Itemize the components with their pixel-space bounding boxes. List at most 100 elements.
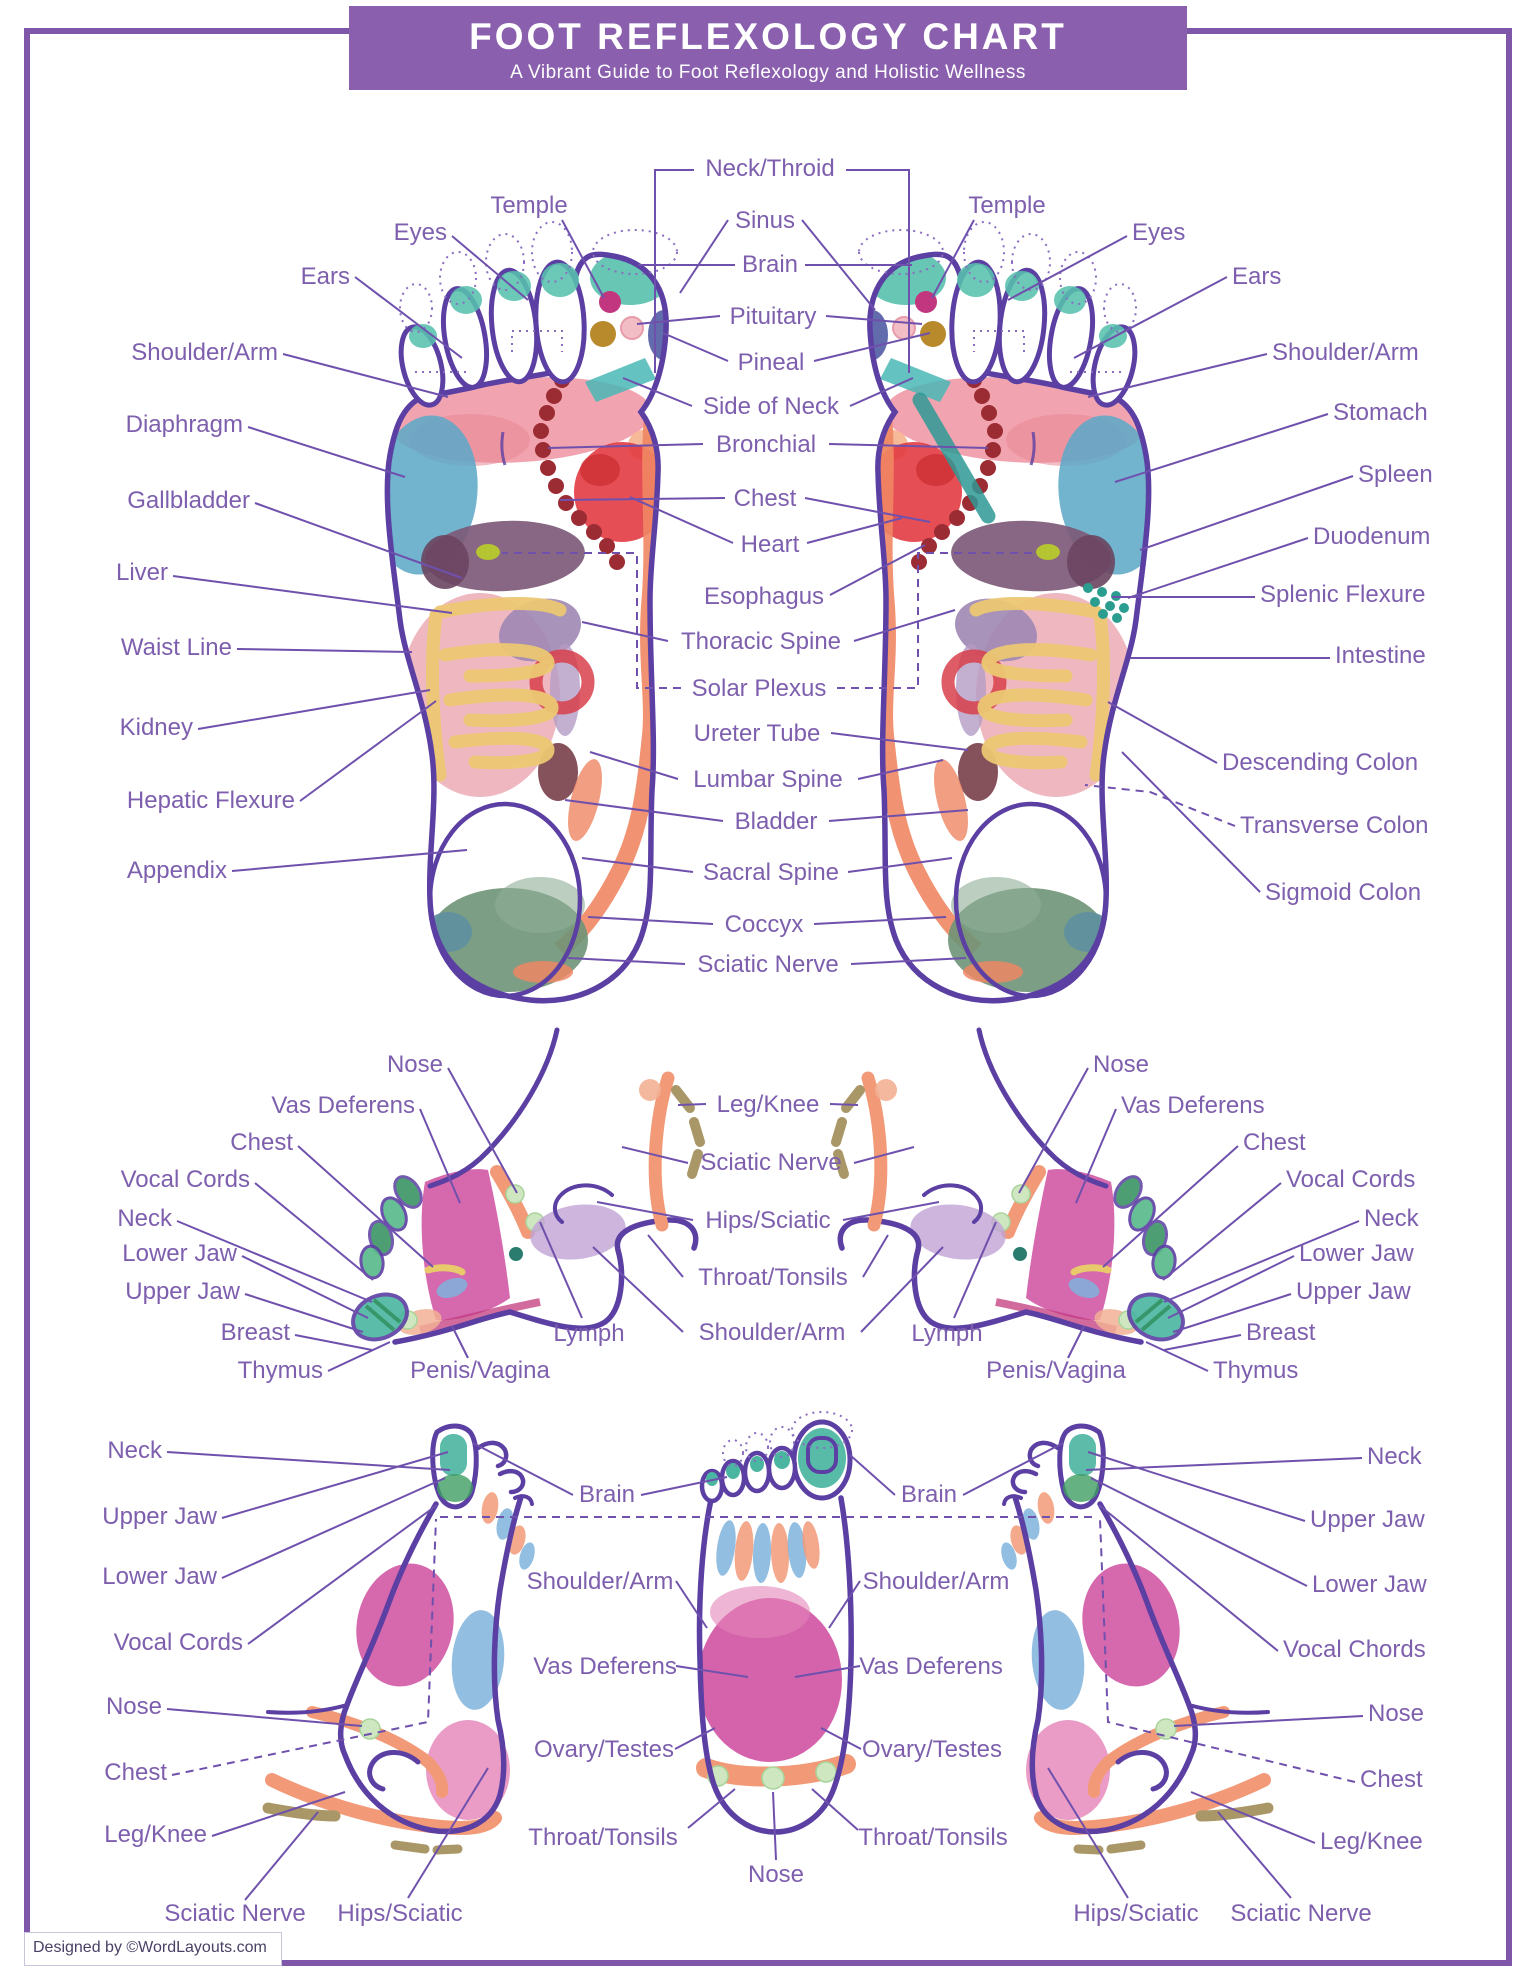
leader-line: [1162, 1182, 1282, 1281]
leader-line: [636, 315, 721, 325]
leader-line: [828, 443, 989, 449]
region-label: Intestine: [1335, 642, 1426, 669]
region-label: Pituitary: [730, 303, 817, 330]
region-label: Sciatic Nerve: [700, 1149, 841, 1176]
leader-line: [953, 1221, 997, 1319]
region-label: Vas Deferens: [271, 1092, 415, 1119]
region-label: Breast: [1246, 1319, 1316, 1346]
region-label: Lumbar Spine: [693, 766, 842, 793]
leader-line: [829, 1103, 859, 1106]
leader-line: [828, 1580, 861, 1629]
small-toes: [699, 1445, 798, 1504]
region-label: Chest: [1360, 1766, 1423, 1793]
region-label: Chest: [1243, 1129, 1306, 1156]
leader-line: [299, 700, 437, 802]
leader-line: [559, 497, 726, 501]
leader-line: [654, 169, 694, 373]
leader-line: [1107, 701, 1218, 764]
region-label: Vas Deferens: [1121, 1092, 1265, 1119]
ghost-toes: [722, 1411, 853, 1467]
leader-line: [1167, 1255, 1295, 1319]
region-label: Nose: [1368, 1700, 1424, 1727]
esophagus-streak: [912, 392, 996, 524]
region-label: Brain: [579, 1481, 635, 1508]
region-label: Upper Jaw: [125, 1278, 240, 1305]
region-label: Vocal Cords: [114, 1629, 243, 1656]
region-label: Ovary/Testes: [534, 1736, 674, 1763]
leader-line: [166, 1708, 363, 1727]
region-label: Nose: [387, 1051, 443, 1078]
region-label: Vocal Cords: [121, 1166, 250, 1193]
leader-line: [828, 809, 969, 822]
leader-line: [1087, 1451, 1306, 1522]
leader-line: [407, 1767, 489, 1899]
leader-line: [1145, 1341, 1209, 1372]
leader-line: [419, 1108, 461, 1204]
leader-line: [247, 1504, 438, 1645]
leader-line: [596, 1201, 694, 1221]
region-label: Penis/Vagina: [410, 1357, 550, 1384]
region-label: Diaphragm: [126, 411, 243, 438]
region-label: Appendix: [127, 857, 227, 884]
leader-line: [502, 552, 681, 689]
leader-line: [171, 1518, 437, 1776]
region-label: Shoulder/Arm: [131, 339, 278, 366]
region-label: Sinus: [735, 207, 795, 234]
region-label: Splenic Flexure: [1260, 581, 1425, 608]
leader-line: [197, 689, 431, 730]
region-label: Throat/Tonsils: [858, 1824, 1007, 1851]
leader-line: [176, 1220, 373, 1303]
region-label: Penis/Vagina: [986, 1357, 1126, 1384]
leader-line: [1163, 1220, 1360, 1303]
leader-line: [829, 544, 926, 596]
leader-line: [254, 1182, 374, 1281]
region-label: Waist Line: [121, 634, 232, 661]
region-label: Gallbladder: [127, 487, 250, 514]
region-label: Bladder: [735, 808, 818, 835]
region-label: Upper Jaw: [1296, 1278, 1411, 1305]
leader-line: [853, 609, 956, 642]
credit-text: Designed by ©WordLayouts.com: [33, 1939, 267, 1956]
leader-line: [592, 1246, 684, 1333]
leader-line: [830, 732, 969, 751]
region-label: Thymus: [238, 1357, 323, 1384]
leader-line: [622, 377, 693, 407]
region-label: Brain: [742, 251, 798, 278]
region-label: Sciatic Nerve: [697, 951, 838, 978]
region-label: Brain: [901, 1481, 957, 1508]
region-label: Leg/Knee: [104, 1821, 207, 1848]
region-label: Lower Jaw: [1312, 1571, 1427, 1598]
leader-line: [804, 497, 931, 523]
region-label: Sacral Spine: [703, 859, 839, 886]
page-title: FOOT REFLEXOLOGY CHART: [469, 16, 1067, 57]
region-label: Kidney: [120, 714, 193, 741]
leader-line: [813, 916, 947, 925]
leader-line: [820, 1727, 862, 1750]
leader-line: [1098, 1504, 1279, 1652]
region-label: Sciatic Nerve: [164, 1900, 305, 1927]
leader-line: [825, 315, 923, 325]
region-label: Shoulder/Arm: [699, 1319, 846, 1346]
region-label: Sigmoid Colon: [1265, 879, 1421, 906]
leader-line: [850, 957, 967, 965]
credit-box: Designed by ©WordLayouts.com: [24, 1932, 282, 1966]
leader-line: [294, 1334, 373, 1351]
leader-line: [1075, 1108, 1117, 1204]
under-toe-streaks: [716, 1520, 820, 1583]
leader-line: [451, 235, 529, 301]
region-label: Hepatic Flexure: [127, 787, 295, 814]
leader-line: [811, 1788, 859, 1831]
region-label: Chest: [230, 1129, 293, 1156]
region-label: Nose: [106, 1693, 162, 1720]
leader-line: [1190, 1791, 1316, 1844]
region-label: Vocal Chords: [1283, 1636, 1426, 1663]
leader-line: [1127, 537, 1309, 599]
region-label: Transverse Colon: [1240, 812, 1429, 839]
region-label: Neck: [117, 1205, 173, 1232]
region-label: Sciatic Nerve: [1230, 1900, 1371, 1927]
leader-line: [846, 169, 910, 373]
leader-line: [1172, 1293, 1292, 1333]
leader-line: [297, 1145, 434, 1268]
ghost-toes: [399, 221, 678, 373]
leader-line: [567, 957, 686, 965]
